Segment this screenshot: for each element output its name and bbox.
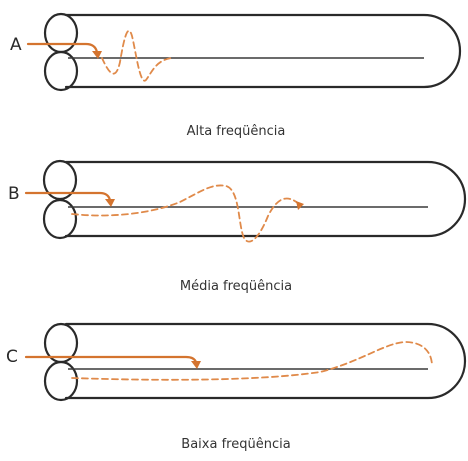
panel-a-arrow xyxy=(28,44,97,52)
tube-a-outline xyxy=(66,15,460,87)
panel-c-caption: Baixa freqüência xyxy=(181,437,290,452)
panel-c-wave xyxy=(72,342,432,380)
panel-c: C Baixa freqüência xyxy=(6,324,465,452)
tube-a xyxy=(45,14,460,90)
panel-b-wave-end xyxy=(296,201,304,210)
panel-b-arrow-head xyxy=(105,199,115,207)
tube-a-upper-ellipse xyxy=(45,14,77,52)
panel-a-caption: Alta freqüência xyxy=(187,124,286,139)
tube-c xyxy=(45,324,465,400)
tube-c-outline xyxy=(66,324,465,398)
panel-a-letter: A xyxy=(10,35,22,55)
panel-b-letter: B xyxy=(8,184,20,204)
tube-b-outline xyxy=(66,162,465,236)
panel-c-arrow-head xyxy=(191,361,201,369)
panel-c-letter: C xyxy=(6,347,18,367)
panel-b: B Média freqüência xyxy=(8,161,465,294)
tube-c-lower-ellipse xyxy=(45,362,77,400)
panel-a-wave xyxy=(102,31,172,81)
tube-b-lower-ellipse xyxy=(44,200,76,238)
panel-b-caption: Média freqüência xyxy=(180,279,292,294)
panel-a: A Alta freqüência xyxy=(10,14,460,139)
